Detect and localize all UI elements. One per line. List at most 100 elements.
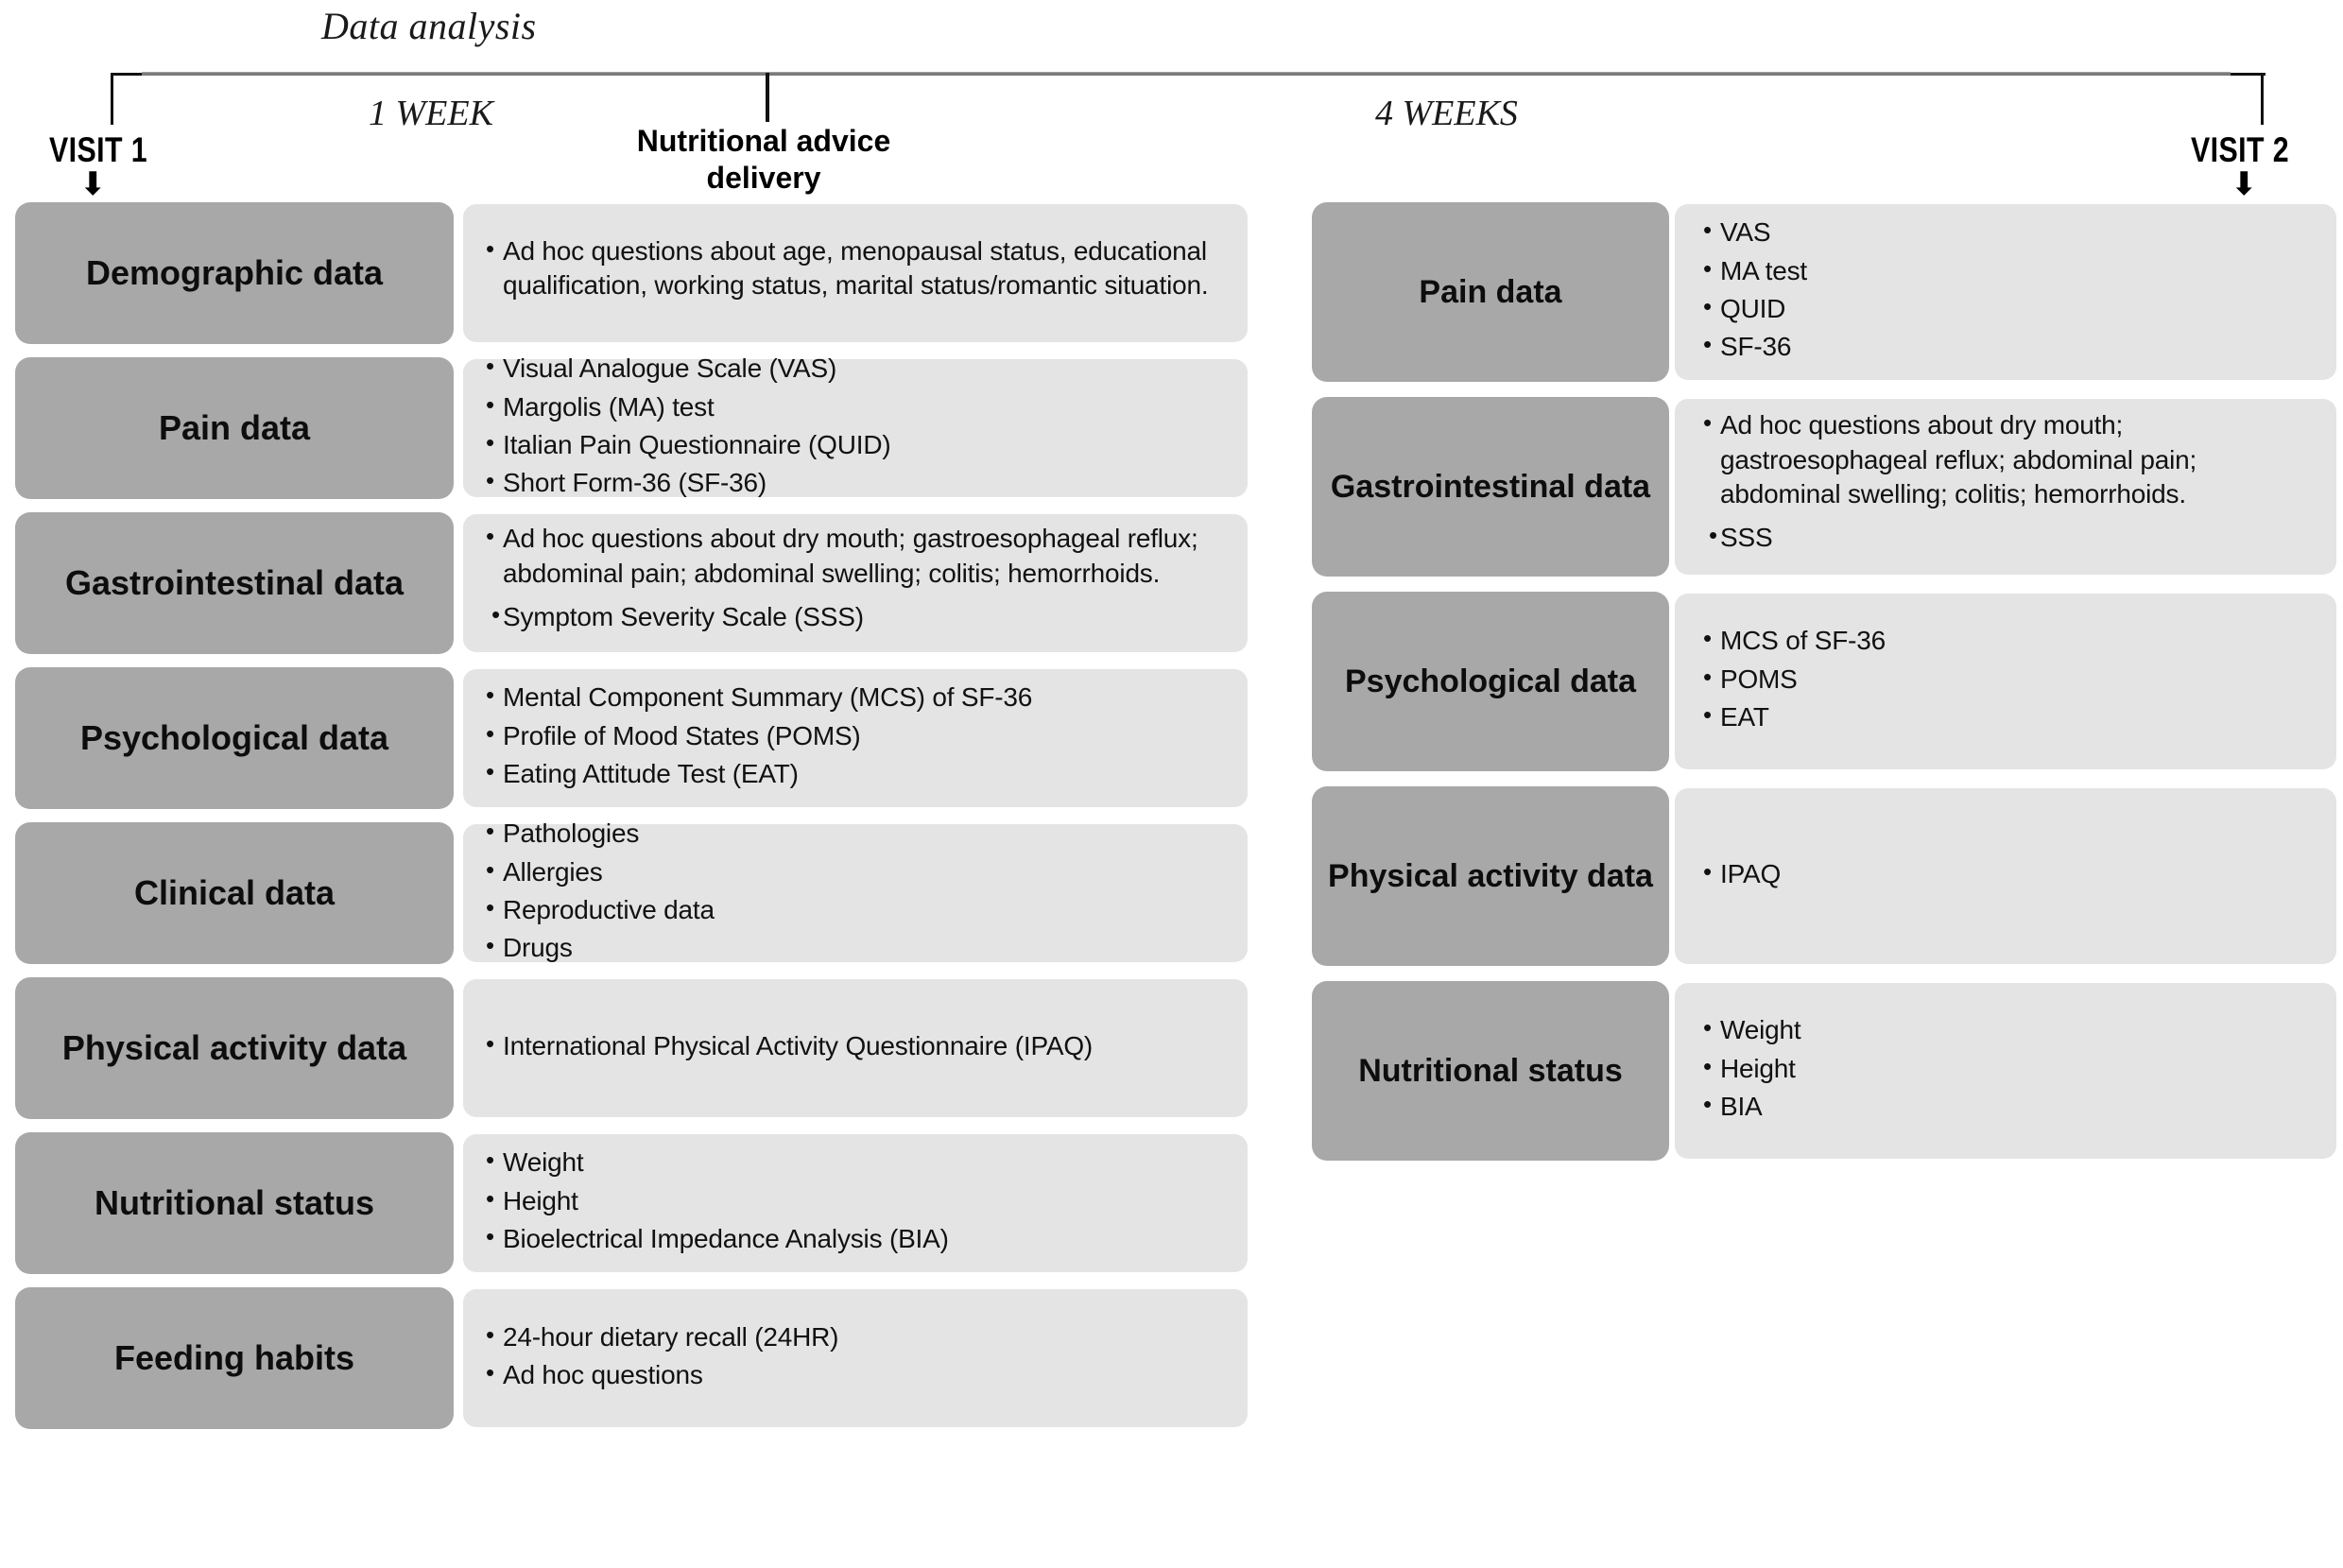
assessment-item: Allergies xyxy=(484,854,1227,889)
assessment-item: Visual Analogue Scale (VAS) xyxy=(484,351,1227,386)
assessment-list: 24-hour dietary recall (24HR)Ad hoc ques… xyxy=(484,1319,1227,1397)
category-label-box: Nutritional status xyxy=(1312,981,1669,1161)
category-label-box: Clinical data xyxy=(15,822,454,964)
assessment-item: EAT xyxy=(1701,699,2310,734)
category-label: Gastrointestinal data xyxy=(64,563,405,602)
assessment-list-box: Visual Analogue Scale (VAS)Margolis (MA)… xyxy=(463,351,1248,498)
assessment-list: WeightHeightBioelectrical Impedance Anal… xyxy=(484,1145,1227,1260)
assessment-item: Ad hoc questions about dry mouth; gastro… xyxy=(1701,407,2310,511)
assessment-item: 24-hour dietary recall (24HR) xyxy=(484,1319,1227,1354)
assessment-item: Ad hoc questions about age, menopausal s… xyxy=(484,233,1227,303)
category-label: Psychological data xyxy=(79,718,389,757)
assessment-list: Visual Analogue Scale (VAS)Margolis (MA)… xyxy=(484,351,1227,505)
assessment-list-box: WeightHeightBioelectrical Impedance Anal… xyxy=(463,1134,1248,1272)
data-row: Feeding habits24-hour dietary recall (24… xyxy=(0,1287,1257,1429)
assessment-list-box: Ad hoc questions about age, menopausal s… xyxy=(463,204,1248,342)
category-label: Pain data xyxy=(158,408,311,447)
assessment-item: Height xyxy=(1701,1051,2310,1086)
assessment-list-box: PathologiesAllergiesReproductive dataDru… xyxy=(463,816,1248,963)
category-label-box: Pain data xyxy=(1312,202,1669,382)
data-row: Pain data Visual Analogue Scale (VAS)Marg… xyxy=(0,351,1257,499)
assessment-list: PathologiesAllergiesReproductive dataDru… xyxy=(484,816,1227,970)
category-label-box: Demographic data xyxy=(15,202,454,344)
assessment-item: Weight xyxy=(1701,1012,2310,1047)
assessment-item: Eating Attitude Test (EAT) xyxy=(484,756,1227,791)
period-label-1-week: 1 WEEK xyxy=(369,94,493,133)
assessment-item: MCS of SF-36 xyxy=(1701,623,2310,658)
category-label-box: Physical activity data xyxy=(15,977,454,1119)
assessment-item: Profile of Mood States (POMS) xyxy=(484,718,1227,753)
timeline-midpoint-tick xyxy=(766,73,769,122)
assessment-item: Ad hoc questions about dry mouth; gastro… xyxy=(484,521,1227,591)
data-row: Nutritional status WeightHeightBIA xyxy=(1304,981,2343,1161)
assessment-list: Mental Component Summary (MCS) of SF-36P… xyxy=(484,680,1227,795)
assessment-list-box: Ad hoc questions about dry mouth; gastro… xyxy=(1675,399,2336,575)
down-arrow-icon: ⬇ xyxy=(2231,166,2258,202)
category-label: Nutritional status xyxy=(94,1183,374,1222)
assessment-item: SSS xyxy=(1701,520,2310,555)
category-label-box: Physical activity data xyxy=(1312,786,1669,966)
nutritional-advice-delivery-label: Nutritional advice delivery xyxy=(636,124,891,196)
data-row: Psychological data Mental Component Summa… xyxy=(0,667,1257,809)
category-label: Physical activity data xyxy=(1328,857,1653,894)
down-arrow-icon: ⬇ xyxy=(79,166,107,202)
timeline-start-tick xyxy=(111,73,113,125)
assessment-list-box: 24-hour dietary recall (24HR)Ad hoc ques… xyxy=(463,1289,1248,1427)
assessment-item: International Physical Activity Question… xyxy=(484,1028,1227,1063)
assessment-item: Symptom Severity Scale (SSS) xyxy=(484,599,1227,634)
category-label: Demographic data xyxy=(85,253,384,292)
category-label-box: Gastrointestinal data xyxy=(1312,397,1669,577)
category-label-box: Psychological data xyxy=(15,667,454,809)
assessment-item: Weight xyxy=(484,1145,1227,1180)
assessment-item: BIA xyxy=(1701,1089,2310,1124)
assessment-item: SF-36 xyxy=(1701,329,2310,364)
assessment-item: Reproductive data xyxy=(484,892,1227,927)
assessment-list: IPAQ xyxy=(1701,856,2310,895)
assessment-item: Bioelectrical Impedance Analysis (BIA) xyxy=(484,1221,1227,1256)
assessment-list-box: Ad hoc questions about dry mouth; gastro… xyxy=(463,514,1248,652)
assessment-item: Mental Component Summary (MCS) of SF-36 xyxy=(484,680,1227,715)
assessment-list: WeightHeightBIA xyxy=(1701,1012,2310,1128)
category-label: Gastrointestinal data xyxy=(1330,468,1651,505)
assessment-list-box: WeightHeightBIA xyxy=(1675,983,2336,1159)
assessment-item: IPAQ xyxy=(1701,856,2310,891)
data-row: Gastrointestinal data Ad hoc questions ab… xyxy=(1304,397,2343,577)
timeline-end-tick xyxy=(2261,73,2264,125)
category-label-box: Psychological data xyxy=(1312,592,1669,771)
assessment-list: MCS of SF-36POMSEAT xyxy=(1701,623,2310,738)
assessment-item: QUID xyxy=(1701,291,2310,326)
category-label: Nutritional status xyxy=(1358,1052,1623,1089)
category-label: Psychological data xyxy=(1345,663,1636,699)
category-label-box: Gastrointestinal data xyxy=(15,512,454,654)
data-row: Clinical data PathologiesAllergiesReprodu… xyxy=(0,816,1257,964)
visit-2-label: VISIT 2 xyxy=(2191,130,2290,169)
assessment-list-box: International Physical Activity Question… xyxy=(463,979,1248,1117)
assessment-list-box: Mental Component Summary (MCS) of SF-36P… xyxy=(463,669,1248,807)
data-row: Gastrointestinal data Ad hoc questions ab… xyxy=(0,512,1257,654)
assessment-item: Ad hoc questions xyxy=(484,1357,1227,1392)
assessment-item: Margolis (MA) test xyxy=(484,389,1227,424)
category-label: Clinical data xyxy=(133,873,336,912)
period-label-4-weeks: 4 WEEKS xyxy=(1375,94,1518,133)
assessment-list-box: IPAQ xyxy=(1675,788,2336,964)
assessment-item: MA test xyxy=(1701,253,2310,288)
data-row: Nutritional status WeightHeightBioelectri… xyxy=(0,1132,1257,1274)
assessment-list-box: VASMA testQUIDSF-36 xyxy=(1675,204,2336,380)
assessment-item: Short Form-36 (SF-36) xyxy=(484,465,1227,500)
assessment-list: International Physical Activity Question… xyxy=(484,1028,1227,1067)
assessment-item: POMS xyxy=(1701,662,2310,697)
data-row: Physical activity data International Phys… xyxy=(0,977,1257,1119)
assessment-list: Ad hoc questions about age, menopausal s… xyxy=(484,233,1227,313)
data-row: Physical activity data IPAQ xyxy=(1304,786,2343,966)
data-row: Demographic data Ad hoc questions about a… xyxy=(0,202,1257,344)
assessment-item: Height xyxy=(484,1183,1227,1218)
data-row: Psychological data MCS of SF-36POMSEAT xyxy=(1304,592,2343,771)
category-label-box: Nutritional status xyxy=(15,1132,454,1274)
category-label: Physical activity data xyxy=(61,1028,407,1067)
data-row: Pain data VASMA testQUIDSF-36 xyxy=(1304,202,2343,382)
assessment-list: Ad hoc questions about dry mouth; gastro… xyxy=(484,521,1227,644)
assessment-item: Drugs xyxy=(484,930,1227,965)
assessment-item: Pathologies xyxy=(484,816,1227,851)
timeline-header: Data analysis 1 WEEK 4 WEEKS VISIT 1 ⬇ V… xyxy=(0,0,2343,203)
category-label: Pain data xyxy=(1419,273,1562,310)
